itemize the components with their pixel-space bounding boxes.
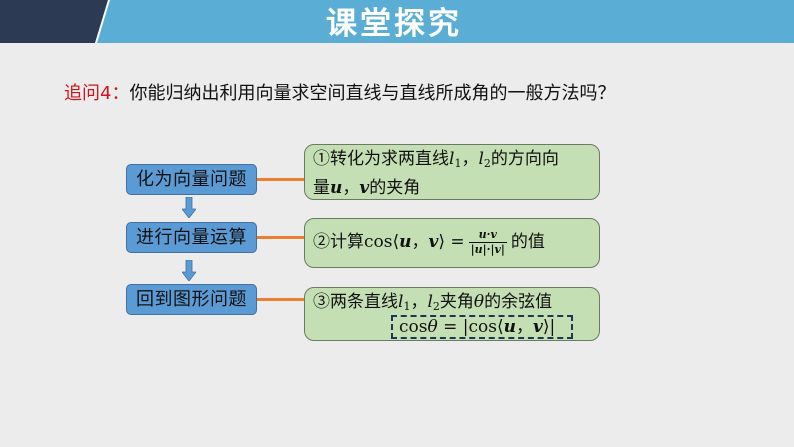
note-box-convert: ①转化为求两直线l1，l2的方向向 量u，v的夹角 [304,144,600,200]
note-text: ， [461,149,479,169]
math-sub: 2 [432,300,440,313]
question-prompt: 追问4：你能归纳出利用向量求空间直线与直线所成角的一般方法吗？ [64,83,615,105]
formula-text: cos [399,317,428,337]
step-box-vectorize: 化为向量问题 [126,164,257,195]
slide-title: 课堂探究 [326,6,462,42]
note-text: 转化为求两直线 [330,149,449,169]
formula-text: ， [516,317,534,337]
connector-line [257,236,305,239]
formula-text: = |cos⟨ [437,317,504,337]
note-text: 两条直线 [330,292,398,312]
down-arrow-icon [182,260,196,281]
header-dark-block [0,0,108,43]
math-vector: v [533,317,543,337]
note-box-result: ③两条直线l1，l2夹角θ的余弦值 cosθ = |cos⟨u，v⟩| [304,287,600,341]
question-text: 你能归纳出利用向量求空间直线与直线所成角的一般方法吗？ [129,83,616,104]
note-text: 夹角 [439,292,474,312]
note-box-compute: ②计算cos⟨u，v⟩ =u·v|u|·|v|的值 [304,218,600,268]
note-text: 的余弦值 [484,292,553,312]
fraction-numerator: u·v [468,228,507,243]
slide-header: 课堂探究 [0,0,794,43]
math-vector: v [359,178,370,198]
math-vector: u [330,178,343,198]
note-text: ， [411,232,429,252]
step-box-return: 回到图形问题 [126,284,257,315]
connector-line [257,178,305,181]
math-var: θ [427,317,438,337]
note-text: ， [342,178,360,198]
note-text: 的值 [510,232,545,252]
math-vector: u [503,317,517,337]
math-sub: 2 [483,157,491,170]
math-var: l [449,149,455,169]
note-text: ⟩ = [438,232,465,252]
note-marker: ③ [313,292,330,312]
formula-highlight-box: cosθ = |cos⟨u，v⟩| [391,315,573,339]
math-vector: v [428,232,439,252]
math-vector: u [399,232,412,252]
note-text: 计算cos⟨ [330,232,400,252]
fraction-denominator: |u|·|v| [470,243,505,256]
math-var: l [427,292,433,312]
note-text: 的方向向 [490,149,559,169]
math-sub: 1 [403,300,411,313]
down-arrow-icon [182,197,196,218]
note-marker: ② [313,232,330,252]
note-text: 的夹角 [369,178,421,198]
formula-text: ⟩| [542,317,556,337]
fraction: u·v|u|·|v| [468,228,507,257]
question-label: 追问4： [64,83,130,104]
step-box-compute: 进行向量运算 [126,222,257,253]
note-marker: ① [313,149,330,169]
note-text: ， [410,292,428,312]
math-sub: 1 [454,157,462,170]
math-var: l [478,149,484,169]
note-text: 量 [313,178,330,198]
connector-line [257,298,305,301]
math-var: l [398,292,404,312]
math-var: θ [473,292,485,312]
